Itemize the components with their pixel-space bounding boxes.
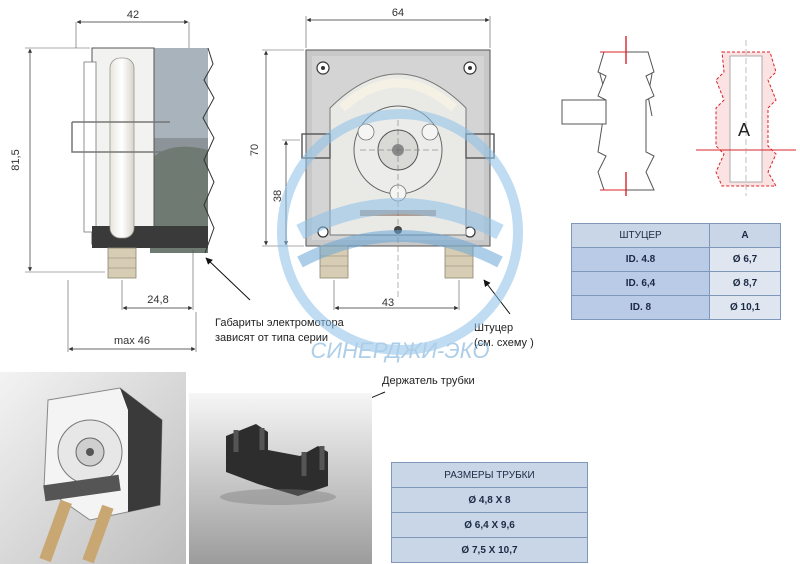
tube-holder-label: Держатель трубки [382,375,475,387]
fittings-header-fitting: ШТУЦЕР [571,223,710,248]
tube-size: Ø 4,8 X 8 [391,487,588,513]
fitting-id: ID. 6,4 [571,271,710,296]
fitting-id: ID. 8 [571,295,710,320]
fitting-id: ID. 4.8 [571,247,710,272]
dim-front-spacing: 43 [382,297,394,309]
motor-note-line2: зависят от типа серии [215,332,328,344]
table-row: Ø 7,5 X 10,7 [391,537,588,563]
fitting-note-line1: Штуцер [474,322,513,334]
fittings-table: ШТУЦЕР A ID. 4.8 Ø 6,7 ID. 6,4 Ø 8,7 ID.… [571,223,781,320]
dim-side-max: max 46 [114,335,150,347]
section-label: A [738,120,750,140]
tube-holder-photo [189,393,372,564]
fitting-diameter: Ø 6,7 [709,247,781,272]
watermark-text: СИНЕРДЖИ-ЭКО [311,338,490,363]
dim-side-height: 81,5 [10,149,22,170]
fitting-section-drawing: A [696,40,796,196]
dim-front-height: 70 [249,144,261,156]
table-row: ID. 8 Ø 10,1 [571,295,781,320]
pump-photo [0,372,186,564]
side-view: 42 81,5 24,8 max 46 [10,9,215,352]
tube-size-selected: Ø 6,4 X 9,6 [391,512,588,538]
watermark: СИНЕРДЖИ-ЭКО [277,109,523,363]
table-row: ID. 4.8 Ø 6,7 [571,247,781,272]
tube-size: Ø 7,5 X 10,7 [391,537,588,563]
tube-table-header: РАЗМЕРЫ ТРУБКИ [391,462,588,488]
fitting-side-drawing [561,36,655,196]
dim-front-width: 64 [392,7,404,19]
fitting-diameter: Ø 10,1 [709,295,781,320]
fittings-header-a: A [709,223,781,248]
dim-side-width: 42 [127,9,139,21]
motor-note-line1: Габариты электромотора [215,317,345,329]
tube-size-table: РАЗМЕРЫ ТРУБКИ Ø 4,8 X 8 Ø 6,4 X 9,6 Ø 7… [391,462,588,563]
table-row: Ø 6,4 X 9,6 [391,512,588,538]
dim-side-offset: 24,8 [147,294,168,306]
dim-front-half-height: 38 [272,190,284,202]
fitting-diameter: Ø 8,7 [709,271,781,296]
table-row: Ø 4,8 X 8 [391,487,588,513]
fitting-note-line2: (см. схему ) [474,337,534,349]
table-row: ID. 6,4 Ø 8,7 [571,271,781,296]
